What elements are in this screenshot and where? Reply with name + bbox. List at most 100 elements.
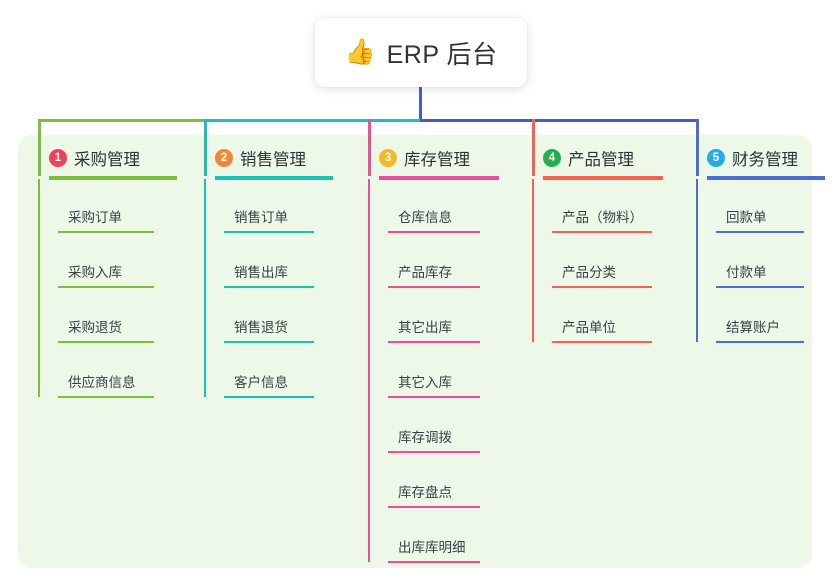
root-stem-line <box>419 87 422 122</box>
trunk-segment-3 <box>420 119 699 122</box>
drop-line-5 <box>696 119 699 176</box>
thumbs-up-icon: 👍 <box>344 38 376 66</box>
leaf-item-rule <box>388 451 480 453</box>
branch-header-rule <box>215 176 333 180</box>
leaf-item[interactable]: 产品库存 <box>388 261 480 288</box>
branch-spine-line <box>696 179 698 342</box>
leaf-item-rule <box>388 286 480 288</box>
leaf-item-rule <box>224 286 314 288</box>
leaf-item[interactable]: 库存盘点 <box>388 481 480 508</box>
leaf-item[interactable]: 客户信息 <box>224 371 314 398</box>
drop-line-2 <box>204 119 207 176</box>
branch-header-采购管理[interactable]: 1 采购管理 <box>30 146 140 170</box>
leaf-item-label: 产品（物料） <box>562 210 643 225</box>
leaf-item[interactable]: 出库库明细 <box>388 536 480 563</box>
leaf-item[interactable]: 销售出库 <box>224 261 314 288</box>
branch-column-产品管理: 4 产品管理产品（物料） 产品分类产品单位 <box>524 146 663 343</box>
branch-number-badge: 4 <box>543 149 561 167</box>
leaf-item[interactable]: 产品（物料） <box>552 206 652 233</box>
leaf-item-label: 产品分类 <box>562 265 616 280</box>
leaf-item-rule <box>388 341 480 343</box>
leaf-item[interactable]: 采购退货 <box>58 316 154 343</box>
leaf-item-label: 回款单 <box>726 210 767 225</box>
branch-title: 产品管理 <box>568 151 634 169</box>
branch-header-产品管理[interactable]: 4 产品管理 <box>524 146 634 170</box>
branch-header-rule <box>379 176 499 180</box>
leaf-item[interactable]: 结算账户 <box>716 316 804 343</box>
leaf-item-rule <box>224 231 314 233</box>
leaf-item-label: 采购入库 <box>68 265 122 280</box>
leaf-item-rule <box>58 341 154 343</box>
root-node-title: ERP 后台 <box>386 40 498 69</box>
trunk-segment-1 <box>38 119 207 122</box>
branch-number-badge: 5 <box>707 149 725 167</box>
leaf-item[interactable]: 仓库信息 <box>388 206 480 233</box>
leaf-item-label: 库存调拨 <box>398 430 452 445</box>
branch-spine-line <box>368 179 370 562</box>
leaf-item-rule <box>716 341 804 343</box>
leaf-item[interactable]: 销售退货 <box>224 316 314 343</box>
branch-header-rule <box>543 176 663 180</box>
leaf-item-label: 采购退货 <box>68 320 122 335</box>
leaf-item-label: 付款单 <box>726 265 767 280</box>
branch-column-库存管理: 3 库存管理仓库信息产品库存其它出库其它入库库存调拨库存盘点出库库明细 <box>360 146 499 563</box>
leaf-item[interactable]: 采购入库 <box>58 261 154 288</box>
leaf-item-rule <box>716 231 804 233</box>
leaf-item-label: 库存盘点 <box>398 485 452 500</box>
leaf-item-label: 其它出库 <box>398 320 452 335</box>
branch-number-badge: 3 <box>379 149 397 167</box>
leaf-item-label: 采购订单 <box>68 210 122 225</box>
branch-column-财务管理: 5 财务管理回款单付款单结算账户 <box>688 146 825 343</box>
branch-title: 财务管理 <box>732 151 798 169</box>
leaf-item-label: 结算账户 <box>726 320 780 335</box>
branch-spine-line <box>38 179 40 397</box>
leaf-item-rule <box>388 561 480 563</box>
leaf-item-rule <box>388 396 480 398</box>
branch-number-badge: 1 <box>49 149 67 167</box>
leaf-item[interactable]: 库存调拨 <box>388 426 480 453</box>
leaf-item[interactable]: 产品单位 <box>552 316 652 343</box>
leaf-item-rule <box>552 231 652 233</box>
leaf-item-label: 其它入库 <box>398 375 452 390</box>
branch-header-库存管理[interactable]: 3 库存管理 <box>360 146 470 170</box>
branch-header-财务管理[interactable]: 5 财务管理 <box>688 146 798 170</box>
leaf-item[interactable]: 其它入库 <box>388 371 480 398</box>
leaf-item[interactable]: 供应商信息 <box>58 371 154 398</box>
branch-spine-line <box>204 179 206 397</box>
leaf-item-rule <box>388 231 480 233</box>
root-node-card[interactable]: 👍 ERP 后台 <box>315 18 527 87</box>
leaf-item-label: 仓库信息 <box>398 210 452 225</box>
trunk-segment-2 <box>204 119 423 122</box>
leaf-item-label: 客户信息 <box>234 375 288 390</box>
branch-column-采购管理: 1 采购管理采购订单采购入库采购退货供应商信息 <box>30 146 177 398</box>
drop-line-4 <box>532 119 535 176</box>
branch-title: 库存管理 <box>404 151 470 169</box>
branch-header-rule <box>707 176 825 180</box>
leaf-item-rule <box>388 506 480 508</box>
branch-title: 采购管理 <box>74 151 140 169</box>
leaf-item-label: 出库库明细 <box>398 540 466 555</box>
leaf-item-rule <box>552 341 652 343</box>
leaf-item[interactable]: 产品分类 <box>552 261 652 288</box>
drop-line-1 <box>38 119 41 176</box>
leaf-item-rule <box>224 341 314 343</box>
leaf-item[interactable]: 其它出库 <box>388 316 480 343</box>
drop-line-3 <box>368 119 371 176</box>
branch-spine-line <box>532 179 534 342</box>
leaf-item[interactable]: 采购订单 <box>58 206 154 233</box>
leaf-item-rule <box>58 286 154 288</box>
leaf-item-rule <box>716 286 804 288</box>
leaf-item-rule <box>552 286 652 288</box>
branch-title: 销售管理 <box>240 151 306 169</box>
leaf-item-label: 产品单位 <box>562 320 616 335</box>
leaf-item[interactable]: 销售订单 <box>224 206 314 233</box>
leaf-item[interactable]: 回款单 <box>716 206 804 233</box>
leaf-item-label: 销售退货 <box>234 320 288 335</box>
leaf-item-rule <box>58 231 154 233</box>
leaf-item-label: 销售出库 <box>234 265 288 280</box>
leaf-item-label: 销售订单 <box>234 210 288 225</box>
leaf-item-label: 产品库存 <box>398 265 452 280</box>
leaf-item[interactable]: 付款单 <box>716 261 804 288</box>
